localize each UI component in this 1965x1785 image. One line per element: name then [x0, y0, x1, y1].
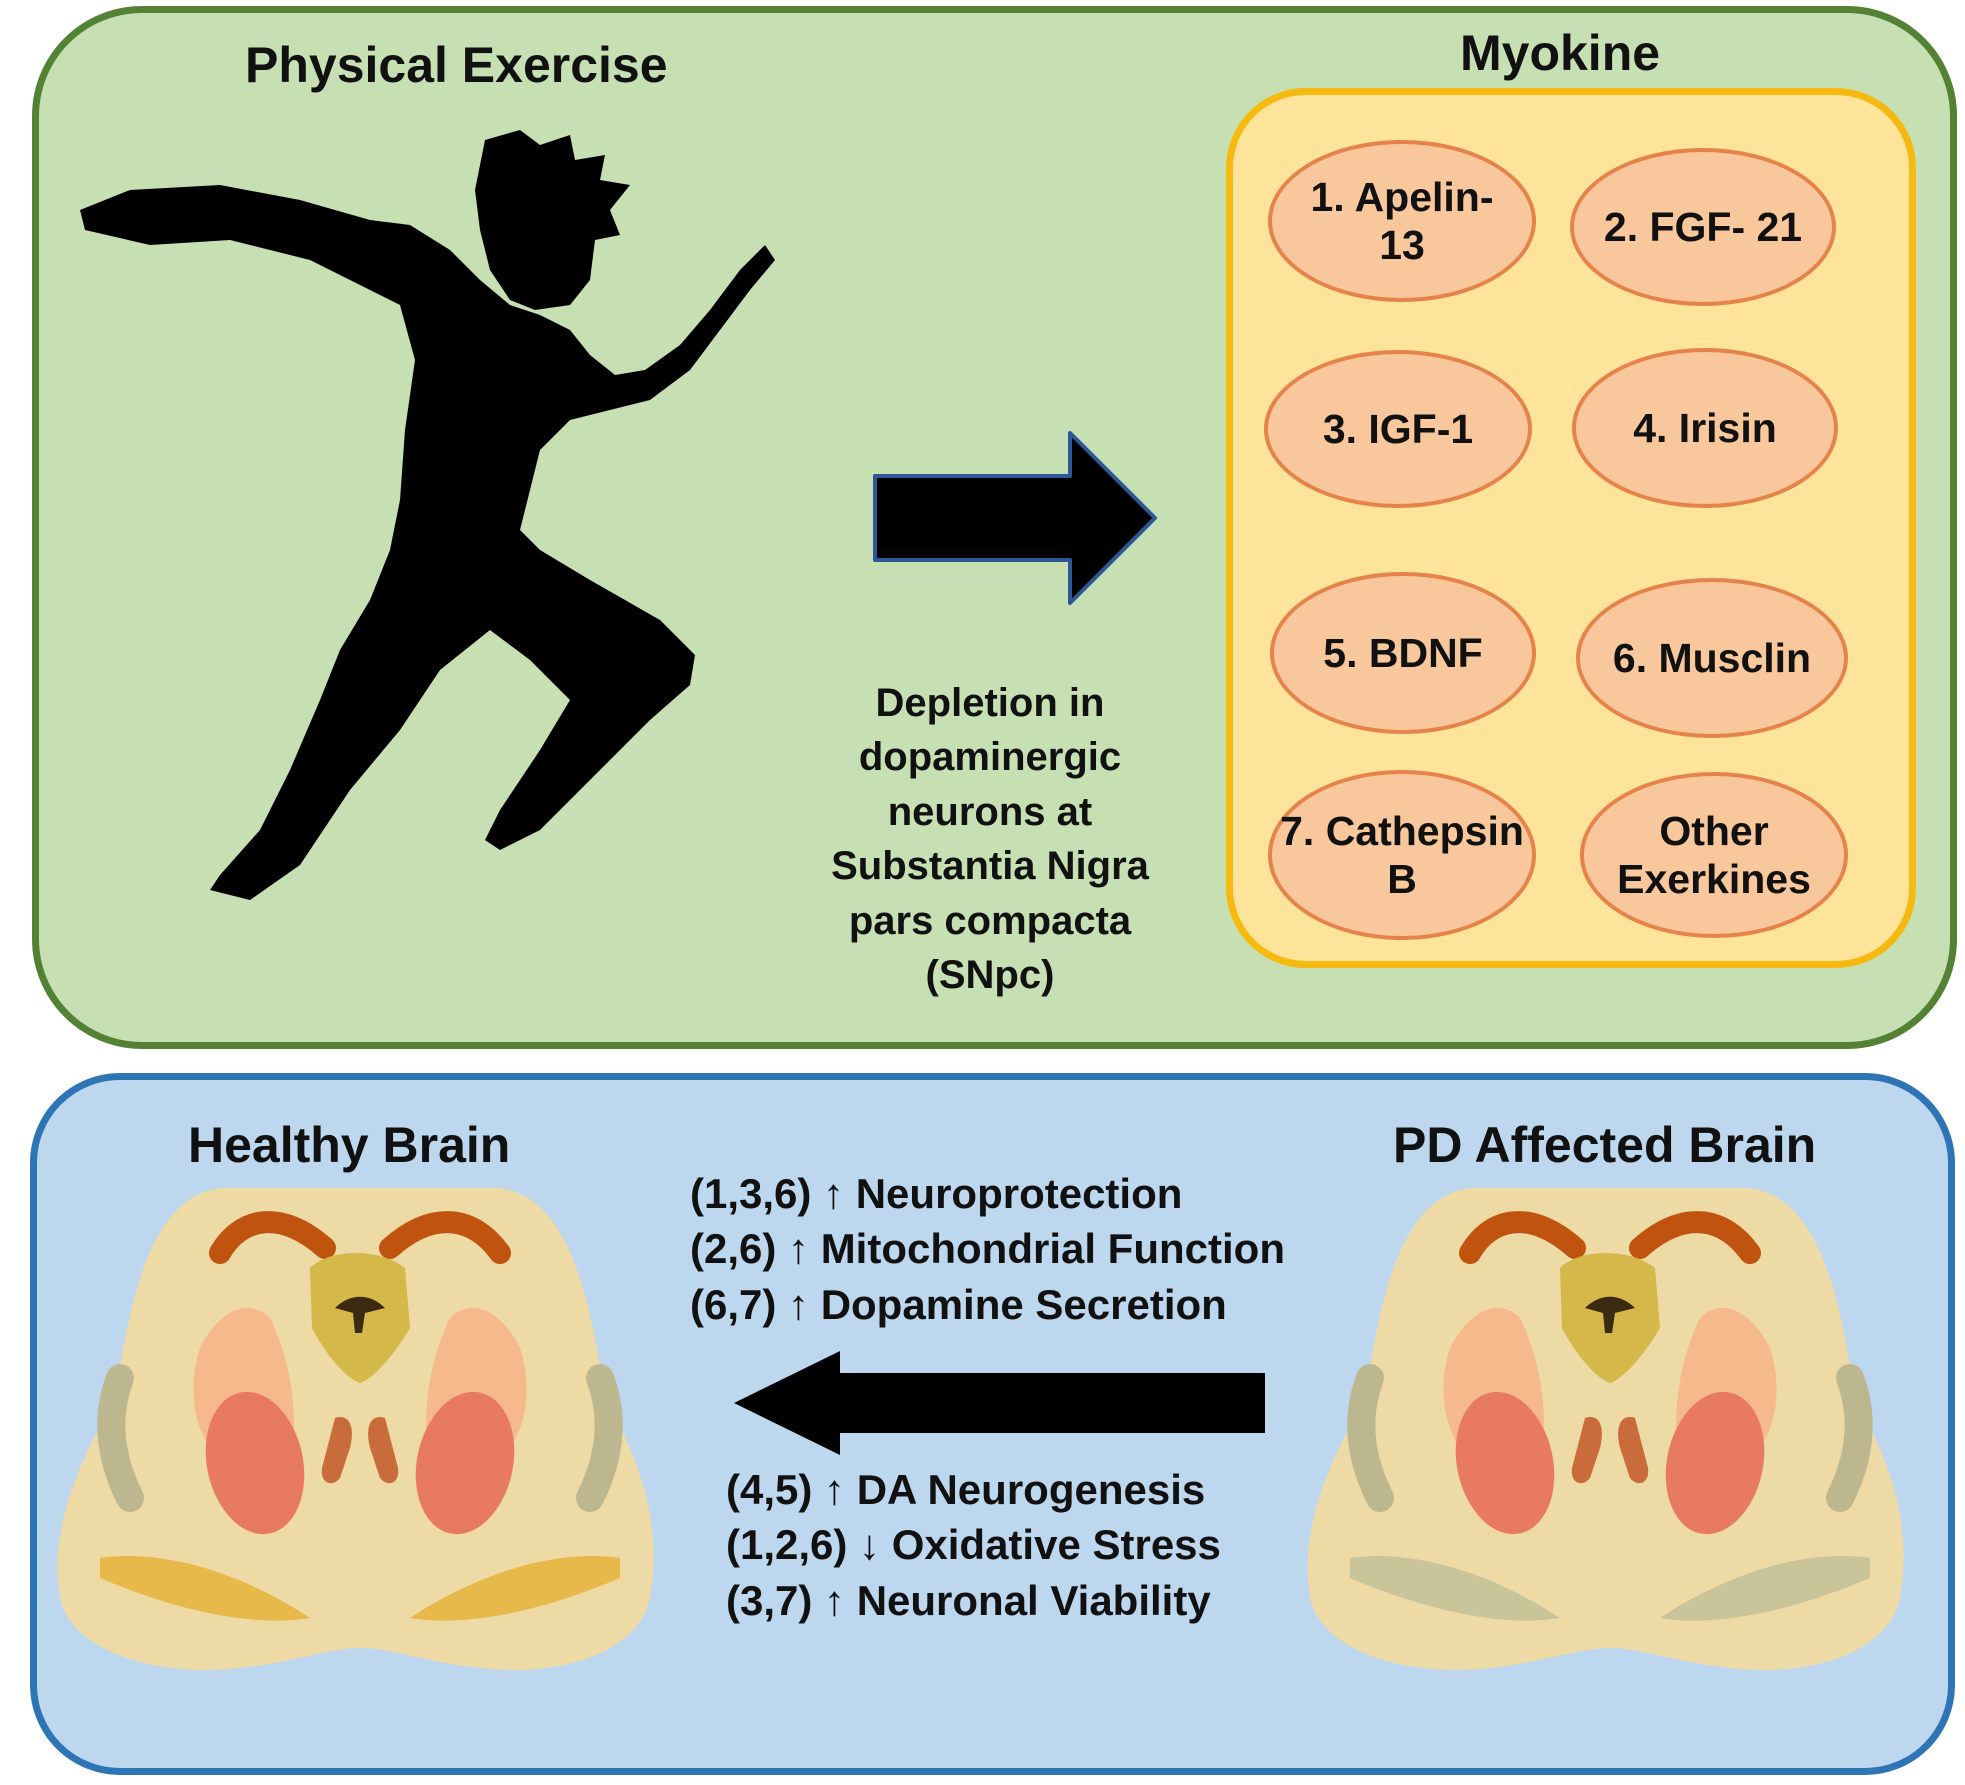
- myokine-igf-1: 3. IGF-1: [1264, 350, 1532, 508]
- cortex-arc-right: [1629, 1211, 1761, 1264]
- aqueduct: [1585, 1296, 1635, 1333]
- depletion-line: dopaminergic: [858, 735, 1122, 780]
- runner-silhouette: [80, 130, 775, 900]
- exercise-title: Physical Exercise: [245, 37, 668, 93]
- nucleus-right: [1618, 1417, 1649, 1484]
- healthy-brain-illustration: [57, 1188, 654, 1670]
- depletion-line: neurons at: [887, 789, 1093, 834]
- putamen-left: [205, 1391, 305, 1535]
- depletion-line: Depletion in: [875, 681, 1105, 725]
- runner-head: [475, 130, 630, 310]
- depletion-line: pars compacta: [848, 898, 1132, 943]
- nucleus-left: [1571, 1417, 1602, 1484]
- myokine-other-exerkines: Other Exerkines: [1580, 772, 1848, 938]
- hippocampus-left: [1347, 1364, 1394, 1512]
- runner-body: [80, 185, 775, 900]
- substantia-nigra-left: [100, 1556, 310, 1621]
- putamen-right: [415, 1391, 515, 1535]
- myokine-musclin: 6. Musclin: [1576, 578, 1848, 738]
- myokine-fgf-21: 2. FGF- 21: [1570, 148, 1836, 306]
- effect-oxidative-stress: (1,2,6) ↓ Oxidative Stress: [726, 1521, 1221, 1569]
- hippocampus-left: [97, 1364, 144, 1512]
- brain-outline: [1307, 1188, 1904, 1670]
- effect-dopamine-secretion: (6,7) ↑ Dopamine Secretion: [690, 1280, 1227, 1328]
- substantia-nigra-right: [410, 1556, 620, 1621]
- myokine-apelin-13: 1. Apelin- 13: [1268, 140, 1536, 302]
- aqueduct: [335, 1296, 385, 1333]
- substantia-nigra-right: [1660, 1556, 1870, 1621]
- brain-outline: [57, 1188, 654, 1670]
- substantia-nigra-left: [1350, 1556, 1560, 1621]
- pd-brain-title: PD Affected Brain: [1393, 1117, 1817, 1173]
- depletion-text: Depletion in dopaminergic neurons at Sub…: [780, 676, 1200, 1002]
- healthy-brain-title: Healthy Brain: [188, 1117, 511, 1173]
- cortex-arc-left: [1459, 1211, 1586, 1264]
- myokine-bdnf: 5. BDNF: [1270, 572, 1536, 734]
- putamen-left: [1455, 1391, 1555, 1535]
- effect-mitochondrial-function: (2,6) ↑ Mitochondrial Function: [690, 1225, 1285, 1273]
- right-arrow: [873, 431, 1157, 605]
- effects-upper-list: (1,3,6) ↑ Neuroprotection (2,6) ↑ Mitoch…: [690, 1166, 1285, 1332]
- nucleus-left: [321, 1417, 352, 1484]
- myokine-irisin: 4. Irisin: [1572, 348, 1838, 508]
- effect-da-neurogenesis: (4,5) ↑ DA Neurogenesis: [726, 1466, 1206, 1513]
- hippocampus-right: [1826, 1364, 1873, 1512]
- left-arrow: [734, 1351, 1265, 1455]
- cortex-arc-left: [209, 1211, 336, 1264]
- nucleus-right: [368, 1417, 399, 1484]
- cortex-arc-right: [379, 1211, 511, 1264]
- depletion-line: (SNpc): [925, 952, 1055, 997]
- myokine-title: Myokine: [1460, 25, 1661, 81]
- myokine-cathepsin-b: 7. Cathepsin B: [1268, 770, 1536, 940]
- putamen-right: [1665, 1391, 1765, 1535]
- effects-lower-list: (4,5) ↑ DA Neurogenesis (1,2,6) ↓ Oxidat…: [726, 1462, 1221, 1628]
- pd-brain-illustration: [1307, 1188, 1904, 1670]
- hippocampus-right: [576, 1364, 623, 1512]
- effect-neuronal-viability: (3,7) ↑ Neuronal Viability: [726, 1576, 1211, 1624]
- effect-neuroprotection: (1,3,6) ↑ Neuroprotection: [690, 1170, 1183, 1217]
- depletion-line: Substantia Nigra: [831, 844, 1149, 889]
